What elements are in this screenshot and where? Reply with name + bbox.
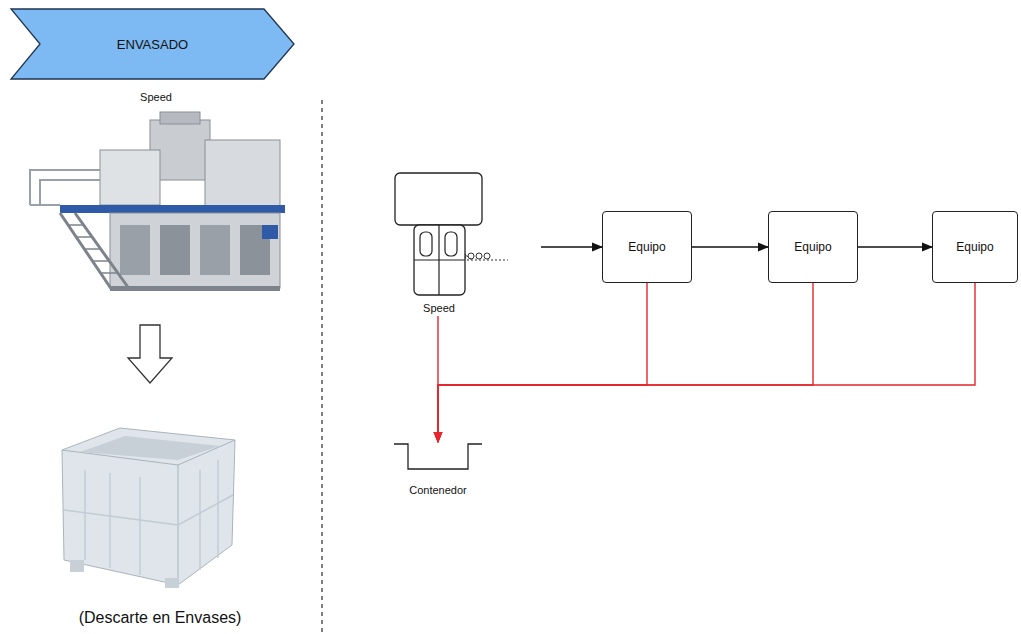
process-box: Equipo: [768, 211, 858, 283]
symbol-label: Speed: [383, 302, 495, 314]
filler-machine-symbol: Speed: [383, 172, 495, 314]
box-label: Equipo: [794, 240, 831, 254]
crate-illustration: [62, 428, 235, 588]
symbol-label: Contenedor: [372, 484, 504, 496]
process-box: Equipo: [602, 211, 692, 283]
discard-line: [438, 283, 975, 442]
down-arrow: [128, 325, 172, 383]
discard-line: [438, 283, 647, 442]
discard-line: [438, 283, 813, 442]
stage-chevron: ENVASADO: [10, 8, 295, 80]
discard-caption: (Descarte en Envases): [79, 609, 242, 627]
flow-arrow: [858, 246, 932, 247]
divider-line: [321, 100, 323, 634]
discard-line: [437, 316, 438, 442]
process-box: Equipo: [932, 211, 1018, 283]
container-symbol: Contenedor: [372, 442, 504, 496]
machine-label: Speed: [140, 91, 172, 103]
stage-title: ENVASADO: [117, 37, 188, 52]
machine-illustration: [30, 112, 285, 291]
flow-arrow: [692, 246, 768, 247]
box-label: Equipo: [628, 240, 665, 254]
box-label: Equipo: [956, 240, 993, 254]
flow-arrow: [541, 246, 602, 247]
